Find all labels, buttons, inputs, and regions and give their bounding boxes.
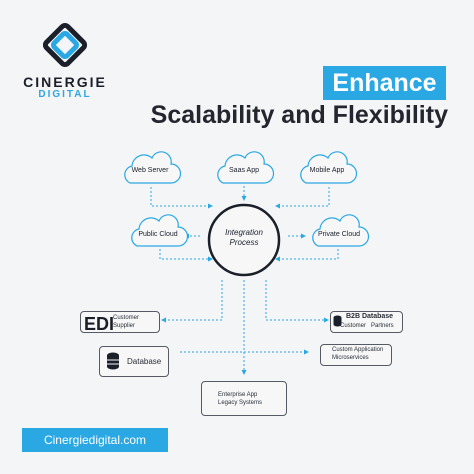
cloud-web-server-icon [124, 151, 182, 184]
brand-logo: CINERGIE DIGITAL [20, 18, 110, 100]
cloud-public-icon [131, 214, 189, 247]
edi-label: EDI [84, 314, 115, 334]
website-link[interactable]: Cinergiedigital.com [22, 428, 168, 452]
cloud-private-label: Private Cloud [317, 231, 361, 238]
integration-circle [207, 203, 281, 277]
b2b-item-partners: Partners [371, 323, 394, 329]
headline-highlight: Enhance [323, 66, 446, 100]
b2b-box [330, 311, 403, 333]
custom-item-app: Custom Application [332, 347, 384, 353]
center-label-line2: Process [229, 238, 259, 247]
logo-mark-icon [42, 22, 88, 68]
connector-web-server [150, 187, 213, 209]
enterprise-item-app: Enterprise App [218, 392, 258, 398]
cloud-saas-label: Saas App [229, 167, 259, 174]
b2b-item-customer: Customer [340, 323, 367, 329]
connector-b2b [265, 280, 329, 323]
brand-subtitle: DIGITAL [38, 89, 92, 100]
database-label: Database [127, 357, 162, 366]
connector-private-cloud [275, 249, 339, 262]
b2b-label: B2B Database [346, 313, 394, 320]
headline-text: Scalability and Flexibility [150, 101, 448, 129]
cloud-private-icon [312, 214, 370, 247]
connector-mobile [275, 187, 330, 209]
enterprise-box [201, 381, 287, 416]
edi-item-supplier: Supplier [113, 323, 136, 329]
cloud-mobile-label: Mobile App [309, 167, 345, 174]
edi-box [80, 311, 160, 333]
center-label-line1: Integration [225, 228, 263, 237]
edi-item-customer: Customer [113, 315, 140, 321]
custom-app-box [320, 344, 392, 366]
cloud-public-label: Public Cloud [138, 231, 178, 238]
cloud-saas-icon [217, 151, 275, 184]
cloud-web-server-label: Web Server [131, 167, 169, 174]
connector-public-cloud [159, 249, 213, 262]
connector-edi [161, 280, 223, 323]
enterprise-item-legacy: Legacy Systems [218, 400, 263, 406]
cloud-mobile-icon [300, 151, 358, 184]
b2b-database-icon [333, 315, 342, 327]
brand-name: CINERGIE [23, 74, 107, 90]
database-icon [107, 352, 119, 370]
custom-item-microservices: Microservices [332, 355, 369, 361]
